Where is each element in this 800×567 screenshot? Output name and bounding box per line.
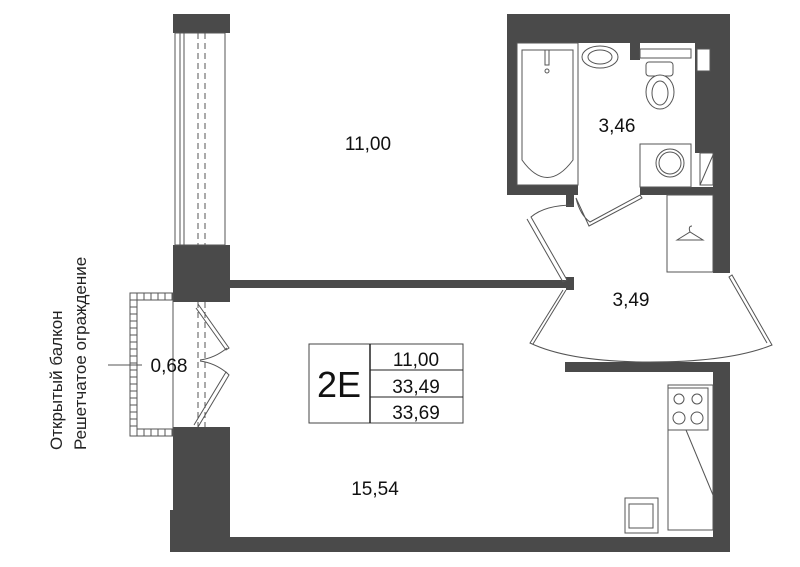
wall-stub — [566, 195, 574, 207]
wall-left-pier — [173, 245, 230, 302]
wall-bath-left — [507, 43, 517, 195]
unit-area-living: 11,00 — [393, 350, 439, 371]
toilet-icon — [645, 61, 674, 77]
window-left — [174, 32, 226, 246]
doors — [526, 194, 773, 363]
unit-area-with-balcony: 33,69 — [392, 403, 440, 424]
room-area-bathroom: 3,46 — [599, 116, 636, 137]
wall-left-lower — [173, 427, 230, 552]
balcony-notes: Открытый балкон Решетчатое ограждение — [47, 257, 90, 450]
wall-top-right — [507, 14, 730, 43]
walls — [170, 14, 730, 552]
stove-icon — [667, 387, 709, 431]
balcony-railing — [130, 293, 173, 436]
wall-shaft — [630, 43, 640, 60]
room-area-hallway: 3,49 — [613, 290, 650, 311]
unit-type: 2E — [317, 364, 361, 405]
wall-top-left — [173, 14, 230, 33]
wall-right-upper — [713, 14, 730, 273]
wall-bottom — [230, 537, 730, 552]
balcony-note-2: Решетчатое ограждение — [71, 257, 90, 450]
bathroom-fixtures — [516, 42, 714, 188]
wall-interior — [230, 280, 573, 288]
wall-hall-bottom — [565, 362, 730, 372]
room-area-bedroom: 11,00 — [345, 134, 391, 155]
wall-right-lower — [713, 362, 730, 552]
balcony-note-1: Открытый балкон — [47, 310, 66, 450]
unit-summary: 2E 11,00 33,49 33,69 — [308, 343, 464, 424]
wall-bath-bottom — [507, 185, 578, 195]
wardrobe — [666, 194, 714, 273]
unit-area-total: 33,49 — [392, 377, 440, 398]
hanger-icon — [675, 225, 705, 241]
room-area-living: 15,54 — [351, 479, 399, 500]
wall-bath-bottom-right — [640, 187, 713, 195]
wall-left-notch — [170, 510, 176, 552]
wall-interior-end — [566, 277, 574, 290]
kitchen — [624, 384, 714, 534]
room-area-balcony: 0,68 — [151, 356, 188, 377]
